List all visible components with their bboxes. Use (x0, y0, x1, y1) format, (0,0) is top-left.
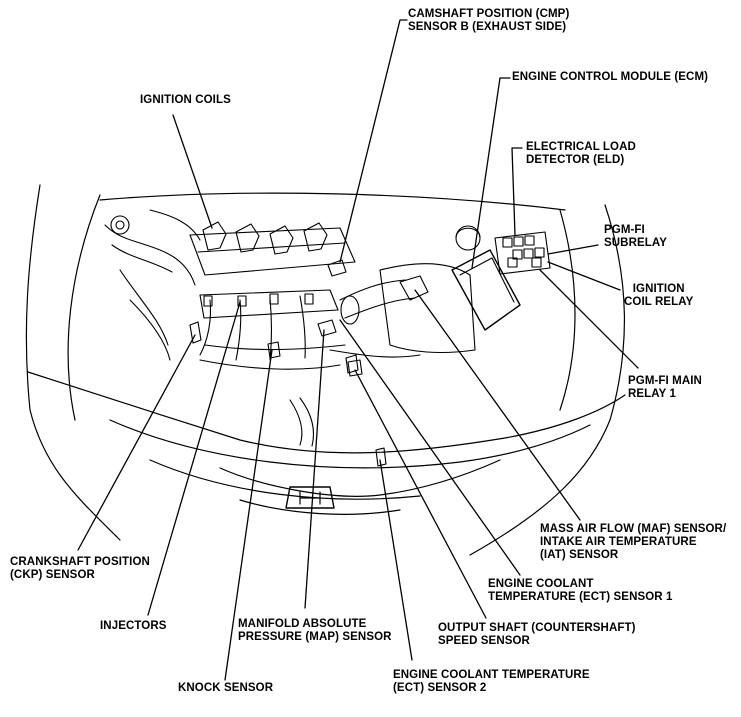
label-ckp-sensor-line2: (CKP) SENSOR (10, 569, 95, 581)
label-ecm: ENGINE CONTROL MODULE (ECM) (512, 71, 708, 84)
label-maf-iat-sensor-line3: (IAT) SENSOR (540, 549, 619, 561)
label-cmp-sensor: CAMSHAFT POSITION (CMP) SENSOR B (EXHAUS… (408, 8, 569, 34)
label-knock-sensor: KNOCK SENSOR (178, 682, 273, 695)
label-ckp-sensor: CRANKSHAFT POSITION (CKP) SENSOR (10, 556, 150, 582)
label-ect-sensor-2-line2: (ECT) SENSOR 2 (393, 682, 487, 694)
leader-lines (77, 19, 639, 681)
label-ect-sensor-1-line1: ENGINE COOLANT (488, 578, 594, 590)
label-output-shaft-sensor-line1: OUTPUT SHAFT (COUNTERSHAFT) (438, 622, 636, 634)
label-ignition-coils: IGNITION COILS (140, 94, 231, 107)
label-pgmfi-subrelay: PGM-FI SUBRELAY (604, 224, 667, 250)
label-output-shaft-sensor-line2: SPEED SENSOR (438, 635, 530, 647)
label-maf-iat-sensor-line2: INTAKE AIR TEMPERATURE (540, 536, 697, 548)
label-ignition-coil-relay: IGNITION COIL RELAY (624, 283, 693, 309)
car-body-outline (25, 184, 626, 556)
label-map-sensor-line2: PRESSURE (MAP) SENSOR (238, 631, 392, 643)
label-ignition-coils-line1: IGNITION COILS (140, 94, 231, 106)
label-injectors: INJECTORS (100, 620, 167, 633)
label-maf-iat-sensor: MASS AIR FLOW (MAF) SENSOR/ INTAKE AIR T… (540, 523, 726, 562)
label-cmp-sensor-line1: CAMSHAFT POSITION (CMP) (408, 8, 570, 20)
label-ignition-coil-relay-line2: COIL RELAY (624, 296, 694, 308)
label-knock-sensor-line1: KNOCK SENSOR (178, 682, 274, 694)
label-ect-sensor-1: ENGINE COOLANT TEMPERATURE (ECT) SENSOR … (488, 578, 672, 604)
label-eld: ELECTRICAL LOAD DETECTOR (ELD) (526, 141, 636, 167)
label-ignition-coil-relay-line1: IGNITION (632, 283, 685, 295)
label-injectors-line1: INJECTORS (100, 620, 167, 632)
label-ecm-line1: ENGINE CONTROL MODULE (ECM) (512, 71, 709, 83)
label-pgmfi-main-relay-line2: RELAY 1 (628, 388, 677, 400)
label-output-shaft-sensor: OUTPUT SHAFT (COUNTERSHAFT) SPEED SENSOR (438, 622, 636, 648)
label-pgmfi-subrelay-line2: SUBRELAY (604, 237, 667, 249)
engine-components (104, 209, 551, 467)
label-ect-sensor-2: ENGINE COOLANT TEMPERATURE (ECT) SENSOR … (393, 669, 590, 695)
label-ect-sensor-1-line2: TEMPERATURE (ECT) SENSOR 1 (488, 591, 673, 603)
label-pgmfi-main-relay-line1: PGM-FI MAIN (628, 375, 702, 387)
label-eld-line1: ELECTRICAL LOAD (526, 141, 636, 153)
label-pgmfi-subrelay-line1: PGM-FI (604, 224, 645, 236)
label-cmp-sensor-line2: SENSOR B (EXHAUST SIDE) (408, 21, 567, 33)
label-eld-line2: DETECTOR (ELD) (526, 154, 625, 166)
label-map-sensor-line1: MANIFOLD ABSOLUTE (238, 618, 367, 630)
label-pgmfi-main-relay: PGM-FI MAIN RELAY 1 (628, 375, 702, 401)
label-maf-iat-sensor-line1: MASS AIR FLOW (MAF) SENSOR/ (540, 523, 727, 535)
label-map-sensor: MANIFOLD ABSOLUTE PRESSURE (MAP) SENSOR (238, 618, 392, 644)
label-ckp-sensor-line1: CRANKSHAFT POSITION (10, 556, 150, 568)
label-ect-sensor-2-line1: ENGINE COOLANT TEMPERATURE (393, 669, 590, 681)
